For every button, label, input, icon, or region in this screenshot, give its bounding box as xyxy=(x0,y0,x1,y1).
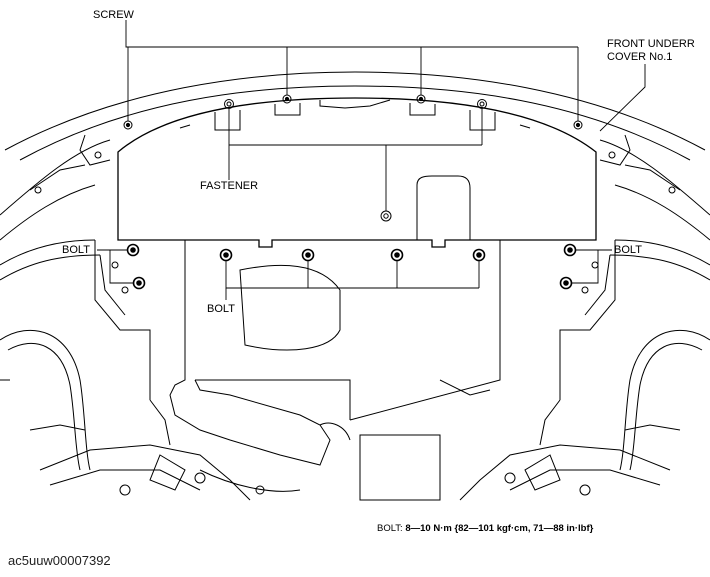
bolt-markers xyxy=(126,243,577,290)
front-cover-label-line1: FRONT UNDERR xyxy=(607,38,695,50)
screw-markers xyxy=(123,94,583,130)
bolt-label-right: BOLT xyxy=(614,244,642,256)
front-under-cover-panel xyxy=(117,97,597,248)
document-id: ac5uuw00007392 xyxy=(8,553,111,568)
left-body-structure xyxy=(0,134,251,501)
front-cover-label-line2: COVER No.1 xyxy=(607,51,673,63)
bumper-outline xyxy=(0,71,710,241)
torque-note-prefix: BOLT: xyxy=(377,523,403,534)
torque-note: BOLT: 8—10 N·m {82—101 kgf·cm, 71—88 in·… xyxy=(377,523,593,534)
leader-lines xyxy=(97,20,646,300)
bolt-label-left: BOLT xyxy=(62,244,90,256)
lower-center-structure xyxy=(169,240,501,501)
fastener-markers xyxy=(224,99,487,222)
fastener-label: FASTENER xyxy=(200,180,259,192)
torque-note-spec: 8—10 N·m {82—101 kgf·cm, 71—88 in·lbf} xyxy=(405,523,594,534)
right-body-structure xyxy=(459,134,710,501)
bolt-label-center: BOLT xyxy=(207,303,235,315)
screw-label: SCREW xyxy=(93,9,134,21)
